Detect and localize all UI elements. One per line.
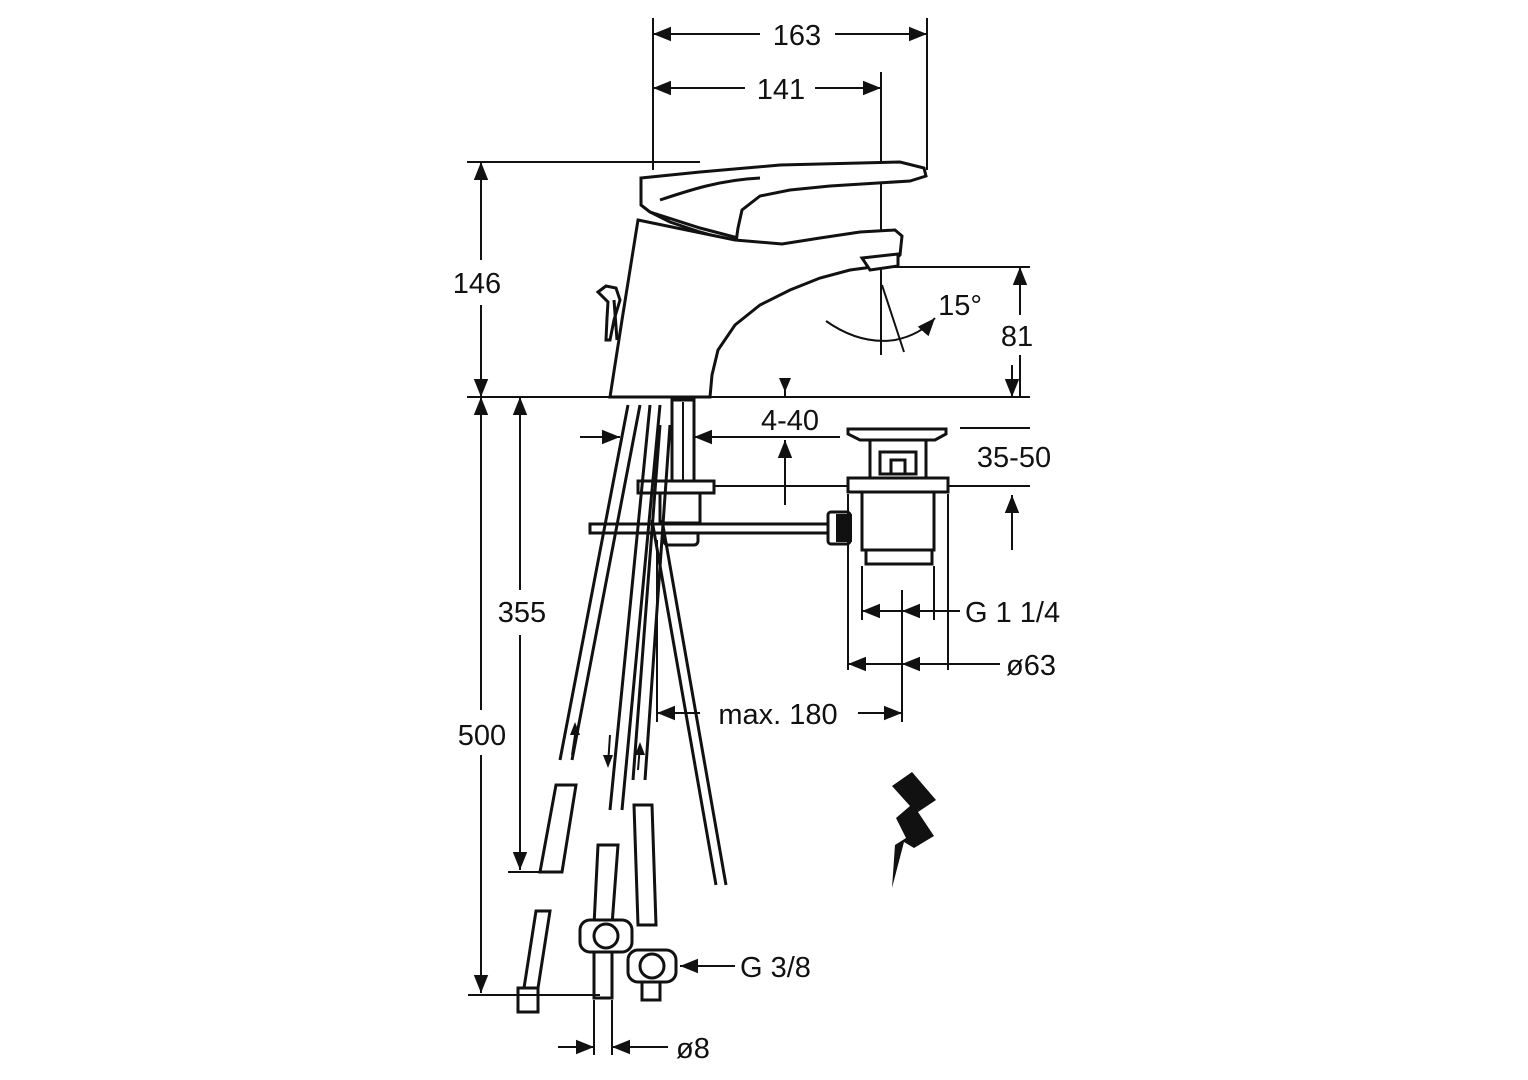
mounting-parts: 4-40 [580,378,1030,547]
hose-connector [578,918,634,954]
dim-label-146: 146 [453,268,501,300]
dim-label-g38: G 3/8 [740,952,811,984]
dimension-81: 81 [700,266,1033,398]
dim-label-d8: ø8 [676,1033,710,1065]
hose-connector [626,948,678,984]
waste-drain: 35-50 G 1 1/4 ø63 max. 180 [656,427,1060,731]
dim-label-35-50: 35-50 [977,442,1051,474]
dimension-141: 141 [653,72,882,355]
dim-label-15deg: 15° [938,290,982,322]
dimension-500: 500 [458,397,600,996]
dim-label-355: 355 [498,597,546,629]
dim-label-141: 141 [757,74,805,106]
dimension-146: 146 [453,161,700,398]
faucet-body [595,160,928,399]
dimension-355: 355 [498,397,560,873]
dim-label-163: 163 [773,20,821,52]
lightning-icon [892,772,936,888]
dim-label-500: 500 [458,720,506,752]
dim-label-4-40: 4-40 [761,405,819,437]
dim-label-g114: G 1 1/4 [965,597,1060,629]
dimension-163: 163 [652,18,928,170]
dim-label-max180: max. 180 [718,699,837,731]
dimension-angle-15: 15° [825,284,982,353]
dim-label-81: 81 [1001,321,1033,353]
dim-label-d63: ø63 [1006,650,1056,682]
supply-hoses: G 3/8 ø8 [516,404,811,1065]
